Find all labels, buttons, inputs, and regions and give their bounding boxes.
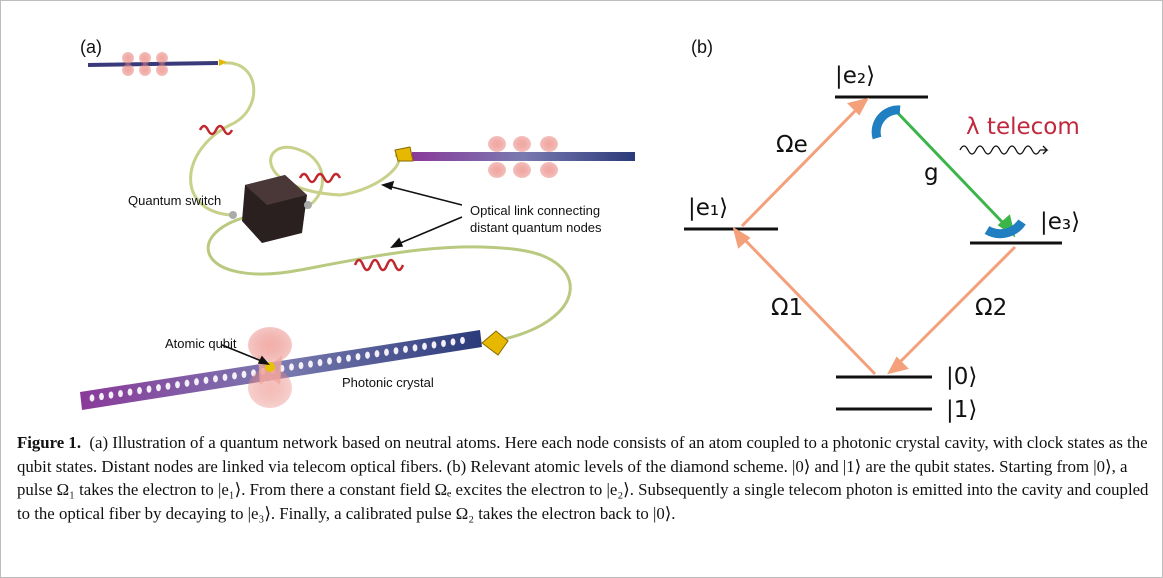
crystal-hole bbox=[431, 341, 437, 349]
crystal-hole bbox=[127, 388, 133, 396]
label-telecom: λ telecom bbox=[966, 114, 1080, 140]
crystal-hole bbox=[336, 356, 342, 364]
crystal-hole bbox=[384, 348, 389, 356]
label-omega-e: Ωe bbox=[776, 132, 808, 158]
telecom-photon-wave bbox=[959, 145, 1041, 155]
arrow-omega-2 bbox=[898, 245, 1017, 364]
crystal-hole bbox=[393, 347, 399, 355]
crystal-hole bbox=[184, 379, 190, 387]
crystal-right bbox=[412, 152, 635, 161]
crystal-hole bbox=[317, 359, 323, 367]
photonic-crystal-label: Photonic crystal bbox=[342, 375, 434, 390]
crystal-hole bbox=[298, 361, 304, 370]
panel-a-tag: (a) bbox=[80, 37, 102, 57]
crystal-hole bbox=[422, 342, 427, 350]
small-crystal-top bbox=[87, 61, 219, 67]
figure-caption: Figure 1. (a) Illustration of a quantum … bbox=[17, 431, 1157, 525]
crystal-hole bbox=[412, 344, 418, 352]
label-0: |0⟩ bbox=[946, 364, 977, 390]
crystal-hole bbox=[156, 384, 161, 392]
crystal-hole bbox=[99, 392, 104, 401]
crystal-hole bbox=[175, 381, 180, 389]
label-omega-2: Ω2 bbox=[975, 295, 1007, 321]
label-e2: |e₂⟩ bbox=[835, 63, 875, 89]
crystal-hole bbox=[374, 350, 380, 358]
crystal-hole bbox=[213, 375, 218, 383]
fiber-mid bbox=[269, 146, 401, 212]
crystal-hole bbox=[450, 338, 456, 346]
crystal-hole bbox=[118, 389, 123, 398]
crystal-hole bbox=[137, 387, 142, 395]
crystal-hole bbox=[460, 336, 465, 345]
label-1: |1⟩ bbox=[946, 397, 977, 423]
crystal-hole bbox=[222, 373, 228, 381]
quantum-switch-label: Quantum switch bbox=[128, 193, 222, 208]
optical-link-label-line2: distant quantum nodes bbox=[470, 220, 602, 235]
crystal-hole bbox=[241, 370, 247, 378]
photon-wave-2 bbox=[298, 172, 342, 184]
label-g: g bbox=[924, 160, 939, 186]
crystal-hole bbox=[165, 382, 171, 390]
optical-link-label-line1: Optical link connecting bbox=[470, 203, 601, 218]
crystal-hole bbox=[365, 351, 370, 359]
cavity-mirror-top bbox=[871, 105, 901, 140]
arrow-omega-e bbox=[740, 108, 858, 228]
crystal-hole bbox=[203, 376, 209, 384]
crystal-hole bbox=[327, 357, 332, 365]
label-e3: |e₃⟩ bbox=[1040, 209, 1080, 235]
crystal-hole bbox=[308, 360, 313, 368]
photon-wave-3 bbox=[353, 258, 405, 272]
crystal-hole bbox=[289, 363, 294, 371]
crystal-hole bbox=[146, 385, 152, 393]
photon-wave-1 bbox=[198, 124, 234, 136]
arrow-g bbox=[891, 106, 1007, 227]
crystal-hole bbox=[355, 353, 361, 361]
panel-b-tag: (b) bbox=[691, 37, 713, 57]
arrow-omega-1 bbox=[742, 237, 877, 376]
label-omega-1: Ω1 bbox=[771, 295, 803, 321]
label-e1: |e₁⟩ bbox=[688, 195, 728, 221]
quantum-switch-box bbox=[229, 175, 312, 243]
crystal-hole bbox=[194, 378, 199, 386]
crystal-hole bbox=[346, 354, 351, 362]
fiber-top bbox=[189, 61, 256, 217]
crystal-hole bbox=[441, 339, 446, 348]
atomic-qubit-label: Atomic qubit bbox=[165, 336, 237, 351]
crystal-hole bbox=[108, 391, 114, 399]
fiber-low bbox=[206, 213, 572, 342]
crystal-hole bbox=[403, 345, 408, 353]
crystal-hole bbox=[232, 372, 237, 380]
figure-label: Figure 1. bbox=[17, 433, 82, 452]
caption-text: (a) Illustration of a quantum network ba… bbox=[17, 433, 1149, 523]
cavity-mirror-bottom bbox=[984, 219, 1026, 239]
crystal-hole bbox=[89, 394, 95, 402]
